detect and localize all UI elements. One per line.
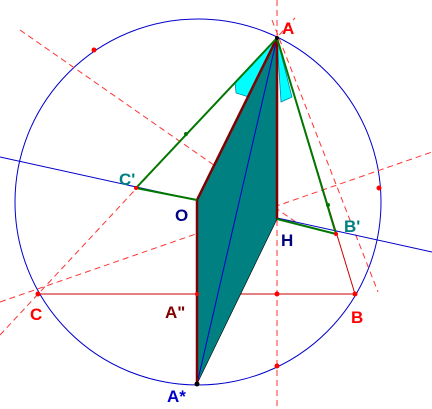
point-A bbox=[275, 36, 279, 40]
point-A-star bbox=[194, 381, 200, 387]
edge-A-O bbox=[195, 37, 279, 201]
point-C-prime bbox=[134, 186, 138, 190]
label-A-double-prime: A" bbox=[165, 303, 185, 322]
segment-H-B-prime bbox=[276, 218, 337, 235]
label-O: O bbox=[175, 206, 188, 225]
label-C: C bbox=[30, 305, 42, 324]
dashed-line-right-slope bbox=[271, 19, 379, 293]
label-C-prime: C' bbox=[119, 170, 135, 189]
point-B-prime bbox=[334, 232, 338, 236]
point-midpoint-A-B-prime bbox=[326, 203, 330, 207]
point-B bbox=[352, 291, 358, 297]
label-B-prime: B' bbox=[344, 217, 360, 236]
point-C bbox=[35, 291, 41, 297]
point-right-circle bbox=[376, 185, 382, 191]
segment-C-prime-O bbox=[135, 187, 198, 201]
green-segments bbox=[135, 37, 337, 235]
label-H: H bbox=[281, 231, 293, 250]
label-A-star: A* bbox=[167, 387, 186, 406]
label-B: B bbox=[351, 308, 363, 327]
point-upper-left-circle bbox=[91, 47, 97, 53]
point-foot-O bbox=[195, 292, 199, 296]
diagonal-A-to-A-star bbox=[196, 37, 278, 385]
points bbox=[35, 36, 382, 387]
point-lower-circle bbox=[274, 363, 280, 369]
segment-A-B-prime bbox=[276, 37, 337, 235]
dashed-line-through-B-prime bbox=[0, 151, 432, 303]
segment-A-C-prime bbox=[135, 37, 278, 189]
point-midpoint-A-C-prime bbox=[184, 132, 188, 136]
angle-mark-right bbox=[276, 37, 293, 103]
label-A: A bbox=[282, 19, 294, 38]
point-foot-A bbox=[274, 291, 280, 297]
